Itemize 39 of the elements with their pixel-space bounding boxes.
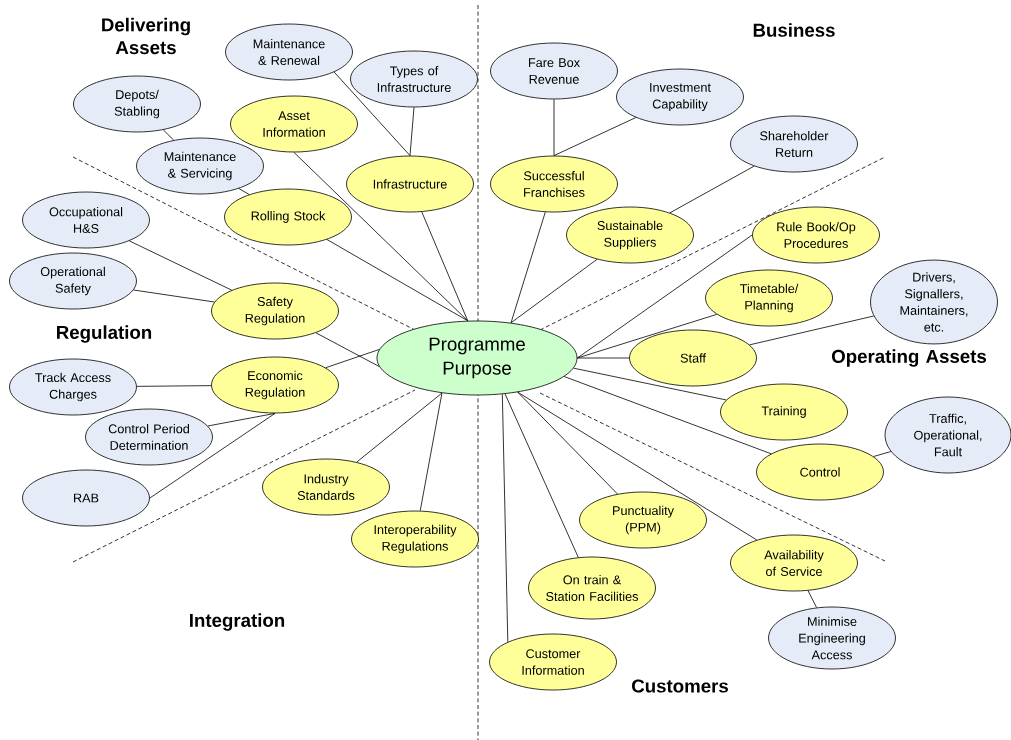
connector-line [553, 117, 637, 156]
connector-line [149, 413, 276, 499]
connector-line [238, 188, 250, 195]
connector-line [563, 376, 772, 455]
connector-line [577, 234, 753, 359]
connector-line [133, 289, 215, 303]
connector-line [293, 152, 469, 322]
section-heading: Integration [190, 613, 285, 631]
connector-line [501, 393, 509, 643]
connector-line [553, 99, 555, 156]
section-heading: Business [753, 23, 835, 37]
section-heading: Regulation [57, 325, 152, 343]
connector-line [749, 315, 875, 346]
connector-line [504, 393, 579, 558]
section-heading: Operating Assets [832, 349, 987, 367]
connector-line [207, 413, 276, 427]
connector-line [873, 451, 892, 457]
connector-line [577, 357, 630, 359]
connector-line [807, 590, 817, 608]
connector-line [421, 211, 469, 322]
connector-line [510, 211, 546, 324]
connector-line [315, 332, 380, 367]
connector-line [419, 392, 443, 512]
connector-line [510, 258, 598, 324]
connector-line [326, 239, 469, 322]
connector-line [577, 313, 718, 359]
connector-line [517, 391, 758, 541]
connector-line [325, 349, 380, 369]
connector-line [573, 367, 727, 401]
connector-line [136, 385, 212, 387]
connector-line [162, 129, 175, 141]
connector-line [517, 391, 618, 495]
connector-line [669, 165, 755, 214]
section-heading: Delivering Assets [102, 17, 190, 55]
connector-line [356, 392, 443, 463]
section-heading: Customers [632, 679, 728, 693]
connector-line [128, 240, 233, 291]
connector-line [333, 71, 411, 156]
connector-line [409, 107, 415, 156]
